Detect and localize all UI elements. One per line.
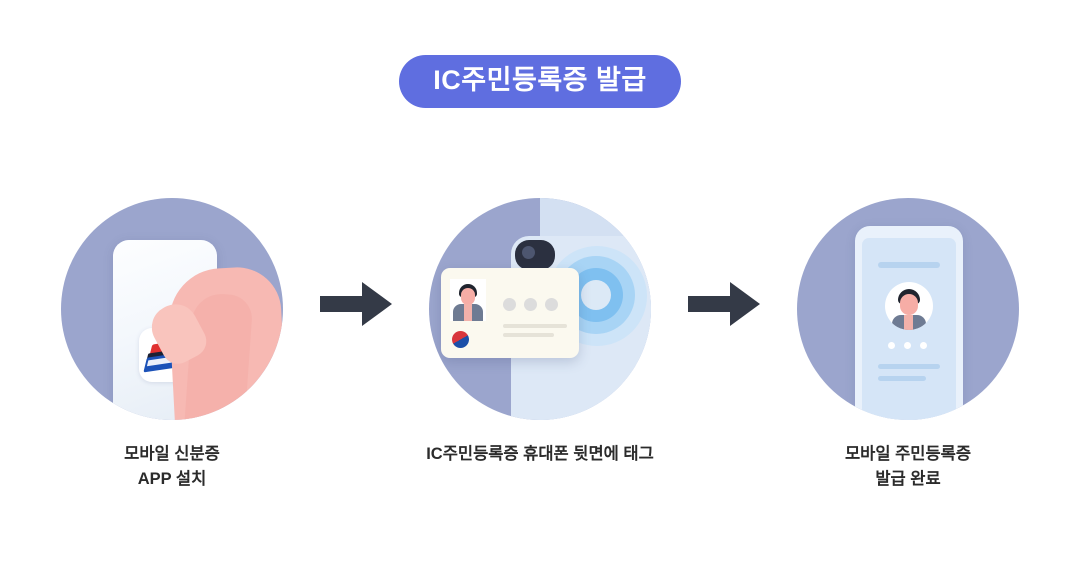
phone-camera-module-icon [515, 240, 555, 270]
arrow-1-container [317, 198, 395, 410]
step-3: 모바일 주민등록증 발급 완료 [763, 198, 1053, 492]
id-card-dots-row [503, 298, 558, 311]
ic-id-card-icon [441, 268, 579, 358]
screen-dots-row [888, 342, 927, 349]
step-1-caption: 모바일 신분증 APP 설치 [124, 442, 220, 492]
nfc-ring-core [581, 280, 611, 310]
step-2-illustration-circle [429, 198, 651, 420]
id-card-portrait-photo [450, 279, 486, 321]
issued-id-avatar [885, 282, 933, 330]
avatar-shirt-shape [904, 315, 913, 330]
screen-dot [920, 342, 927, 349]
screen-header-bar [878, 262, 940, 268]
step-3-illustration-circle [797, 198, 1019, 420]
page-title-badge: IC주민등록증 발급 [399, 55, 681, 108]
page-title-container: IC주민등록증 발급 [0, 55, 1080, 108]
screen-text-lines [878, 364, 940, 388]
portrait-shirt-shape [464, 304, 472, 321]
arrow-2-container [685, 198, 763, 410]
screen-dot [904, 342, 911, 349]
screen-dot [888, 342, 895, 349]
taegeuk-emblem-icon [452, 331, 469, 348]
phone-screen [862, 238, 956, 420]
id-card-text-line [503, 324, 567, 328]
step-3-caption-line-2: 발급 완료 [875, 469, 941, 488]
step-2: IC주민등록증 휴대폰 뒷면에 태그 [395, 198, 685, 467]
id-card-text-lines [503, 324, 567, 342]
id-card-dot [545, 298, 558, 311]
screen-text-line [878, 364, 940, 369]
step-3-caption: 모바일 주민등록증 발급 완료 [845, 442, 971, 492]
step-2-caption-line-1: IC주민등록증 휴대폰 뒷면에 태그 [426, 445, 654, 463]
process-steps-row: 모바일 신분증 APP 설치 [0, 198, 1080, 492]
id-card-text-line [503, 333, 555, 337]
step-1: 모바일 신분증 APP 설치 [27, 198, 317, 492]
arrow-right-icon [320, 282, 392, 326]
screen-text-line [878, 376, 927, 381]
arrow-right-icon [688, 282, 760, 326]
step-2-caption: IC주민등록증 휴대폰 뒷면에 태그 [426, 442, 654, 467]
step-1-caption-line-2: APP 설치 [137, 469, 207, 488]
portrait-face-shape [461, 288, 475, 305]
id-card-dot [503, 298, 516, 311]
id-card-dot [524, 298, 537, 311]
step-3-caption-line-1: 모바일 주민등록증 [844, 445, 972, 463]
step-1-illustration-circle [61, 198, 283, 420]
avatar-face-shape [900, 294, 918, 315]
step-1-caption-line-1: 모바일 신분증 [124, 445, 220, 463]
